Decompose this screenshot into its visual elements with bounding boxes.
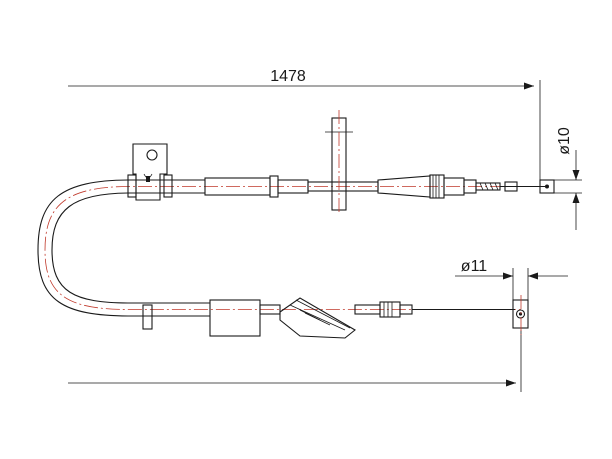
- cable-sheath: [37, 179, 210, 317]
- upper-end-ferrule: [377, 174, 501, 199]
- length-label: 1478: [270, 68, 306, 85]
- upper-mounting-plate: [325, 110, 353, 215]
- diameter-10-label: ø10: [556, 127, 573, 155]
- cable-centerline: [44, 186, 548, 310]
- lower-end-fitting: [354, 301, 515, 318]
- lower-end-nipple: [512, 295, 529, 335]
- diameter-10-dimension: ø10: [548, 127, 582, 230]
- mounting-clip-bracket: [127, 143, 173, 201]
- length-dimension: 1478: [68, 68, 541, 180]
- diameter-11-label: ø11: [461, 258, 487, 275]
- lower-sleeve: [142, 299, 281, 337]
- upper-inner-wire: [500, 179, 555, 194]
- lower-bracket: [279, 297, 356, 339]
- bottom-dimension: [68, 330, 522, 392]
- diameter-11-dimension: ø11: [455, 258, 568, 300]
